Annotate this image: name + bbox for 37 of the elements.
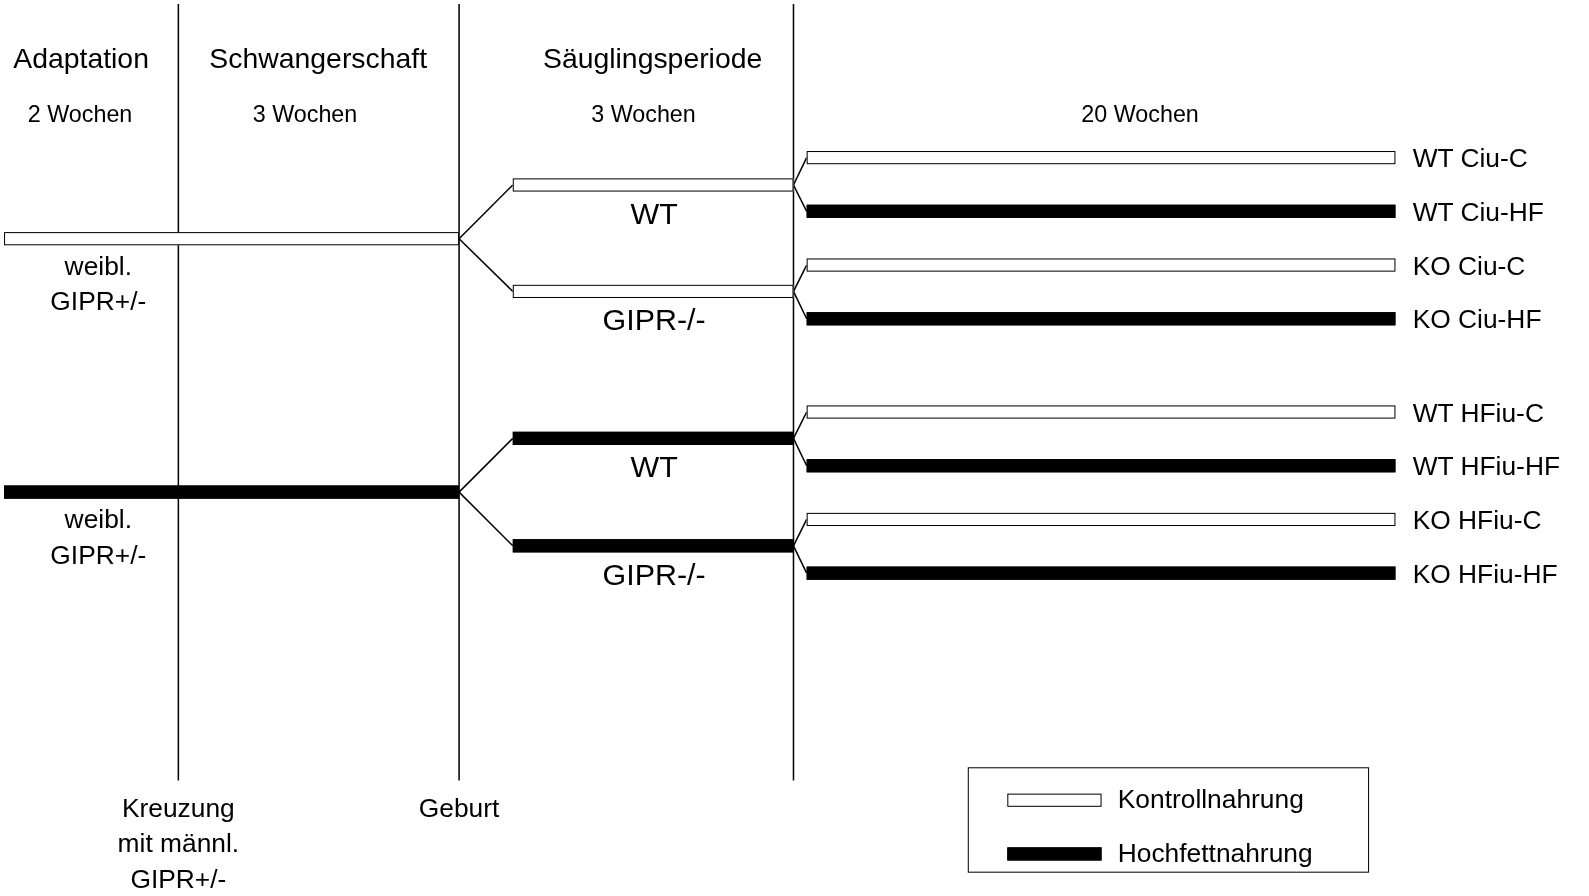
phase-title: Schwangerschaft xyxy=(209,41,428,76)
group-label: KO Ciu-C xyxy=(1412,249,1526,282)
branch-line xyxy=(458,184,514,240)
group-label: GIPR-/- xyxy=(601,557,707,592)
duration-label: 3 Wochen xyxy=(591,99,696,129)
group-label: GIPR-/- xyxy=(601,303,707,338)
branch-line xyxy=(792,437,808,467)
branch-line xyxy=(792,264,808,293)
group-label: KO HFiu-HF xyxy=(1412,557,1558,590)
branch-line xyxy=(792,184,808,213)
duration-label: 20 Wochen xyxy=(1081,99,1199,129)
group-label: WT xyxy=(629,450,679,485)
branch-line xyxy=(792,290,808,320)
legend-label: Hochfettnahrung xyxy=(1117,837,1313,869)
group-label: WT HFiu-C xyxy=(1412,396,1544,429)
duration-label: 3 Wochen xyxy=(252,99,358,129)
group-label: WT Ciu-C xyxy=(1412,142,1528,174)
branch-line xyxy=(792,411,808,440)
group-label: KO HFiu-C xyxy=(1412,504,1542,536)
group-label: weibl. GIPR+/- xyxy=(49,249,148,319)
group-label: weibl. GIPR+/- xyxy=(49,502,148,572)
phase-title: Adaptation xyxy=(13,41,149,76)
branch-line xyxy=(458,437,514,493)
group-label: WT Ciu-HF xyxy=(1412,196,1544,228)
branch-line xyxy=(792,518,808,547)
group-label: WT xyxy=(629,196,679,232)
branch-line xyxy=(458,491,514,547)
duration-label: 2 Wochen xyxy=(27,99,133,129)
event-label: Kreuzung mit männl. GIPR+/- xyxy=(116,791,241,896)
phase-title: Säuglingsperiode xyxy=(543,41,763,76)
event-label: Geburt xyxy=(418,791,500,825)
branch-line xyxy=(792,545,808,574)
group-label: KO Ciu-HF xyxy=(1412,303,1542,335)
branch-line xyxy=(458,237,514,293)
group-label: WT HFiu-HF xyxy=(1412,450,1560,482)
branch-line xyxy=(792,156,808,186)
legend-label: Kontrollnahrung xyxy=(1117,783,1304,815)
